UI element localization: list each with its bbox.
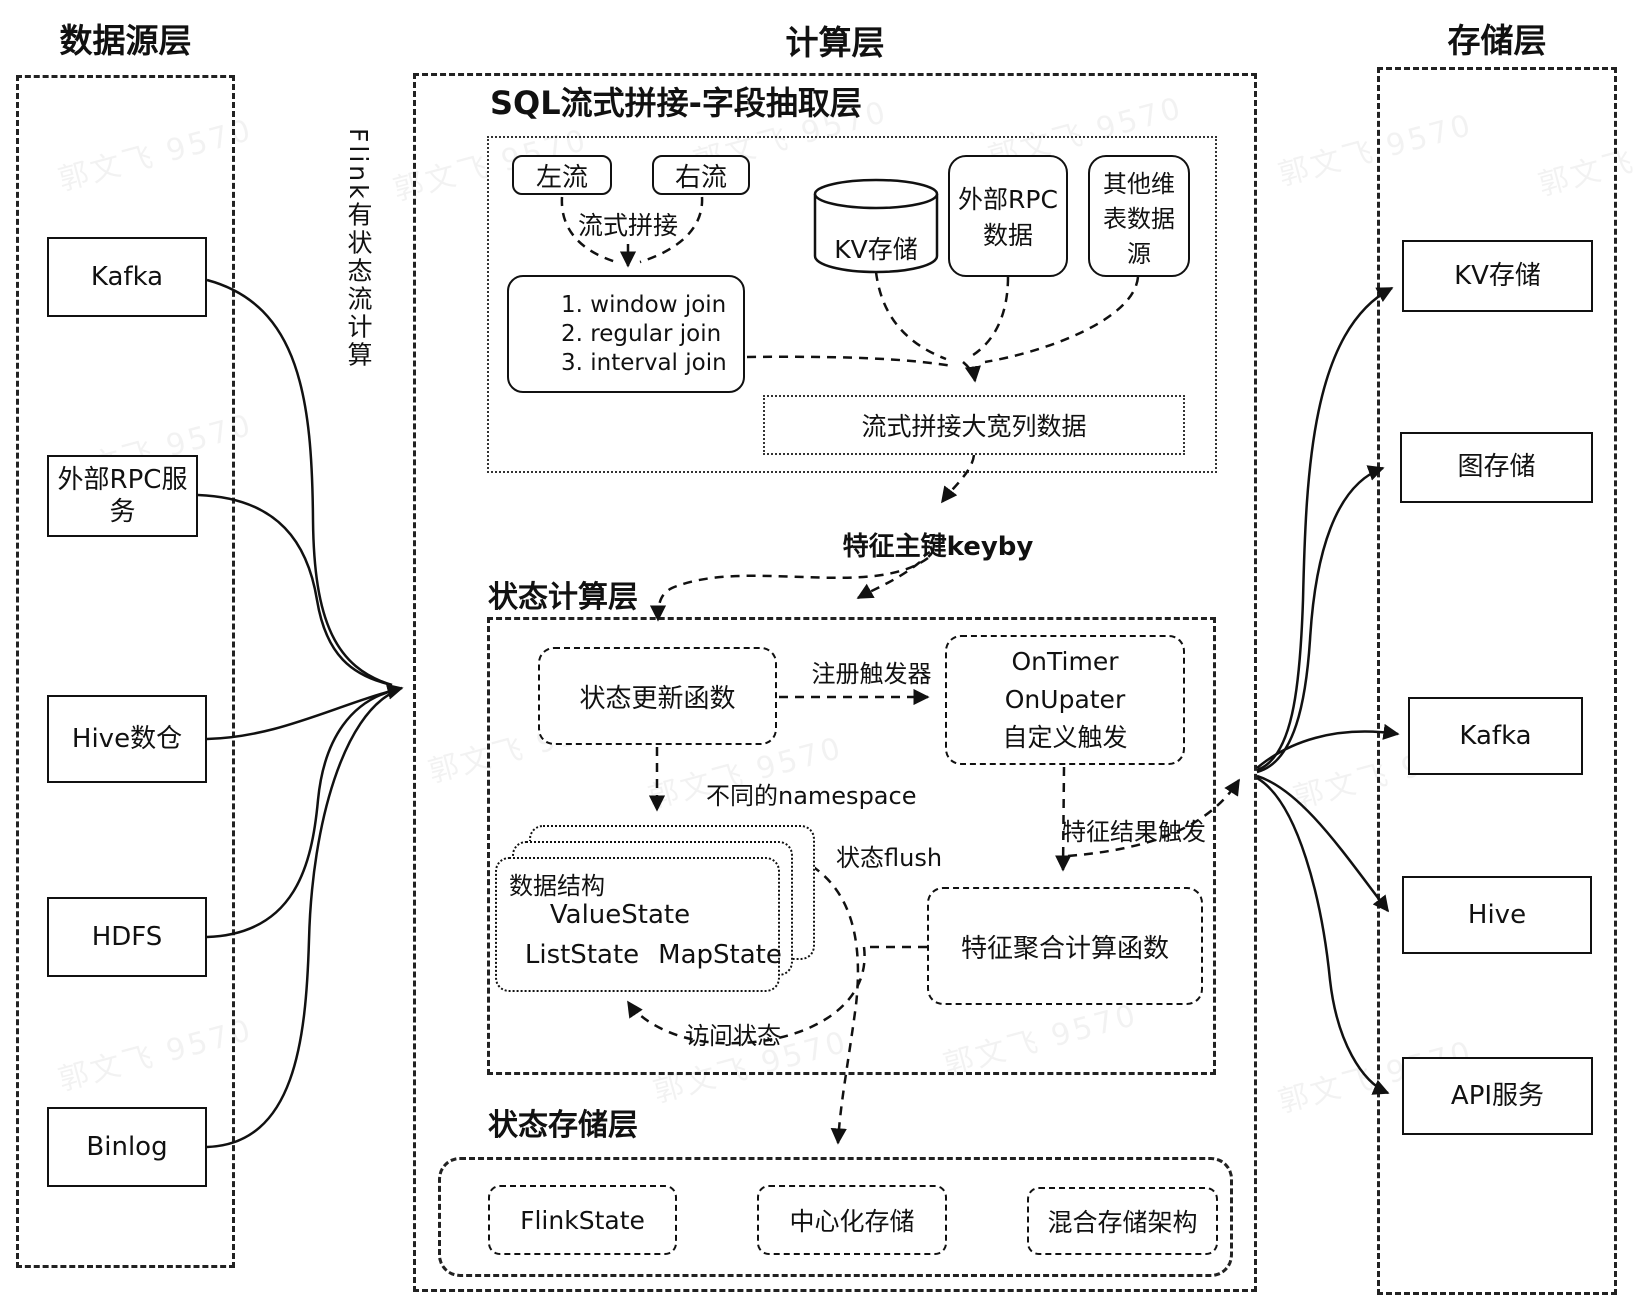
access-state-label: 访问状态 (685, 1022, 781, 1050)
arrow-rpcdata-merge (967, 276, 1010, 360)
kv-store-cylinder-label: KV存储 (834, 235, 918, 264)
arrow-to-api-storage (1256, 776, 1390, 1095)
arrow-widerow-in (962, 361, 981, 383)
join-type-window: 1. window join (561, 291, 727, 318)
sql-layer-container (487, 136, 1217, 473)
compute-layer-title: 计算层 (785, 23, 885, 62)
arrow-timer-to-agg (1055, 766, 1072, 872)
storage-node-kv: KV存储 (1402, 240, 1593, 312)
source-node-hive: Hive数仓 (47, 695, 207, 783)
source-node-kafka: Kafka (47, 237, 207, 317)
storage-layer-container (1377, 67, 1617, 1295)
trigger-onupater: OnUpater (1004, 685, 1126, 714)
flink-stateful-label: Flink有状态流计算 (344, 128, 373, 370)
sql-layer-title: SQL流式拼接-字段抽取层 (490, 84, 862, 122)
compute-layer-container (413, 73, 1257, 1292)
source-node-rpc: 外部RPC服务 (47, 455, 198, 537)
state-stack-front (495, 857, 780, 992)
namespace-label: 不同的namespace (706, 782, 917, 810)
arrow-kafka-source (206, 278, 393, 687)
join-type-regular: 2. regular join (561, 320, 722, 347)
arrow-joinbox-merge (746, 355, 953, 368)
arrow-keyby-to-statelayer (856, 561, 921, 600)
state-layer-container (487, 617, 1216, 1075)
kv-cylinder-top (813, 178, 939, 210)
dim-source-node: 其他维表数据源 (1088, 155, 1190, 277)
arrow-hdfs-source (206, 688, 397, 939)
wide-row-node: 流式拼接大宽列数据 (763, 395, 1185, 455)
state-store-title: 状态存储层 (488, 1108, 638, 1143)
arrow-access-state (626, 946, 866, 1045)
storage-node-graph: 图存储 (1400, 432, 1593, 503)
state-update-fn-node: 状态更新函数 (538, 647, 777, 745)
register-trigger-label: 注册触发器 (811, 660, 932, 688)
hybrid-store-node: 混合存储架构 (1027, 1187, 1218, 1255)
stream-join-label: 流式拼接 (577, 211, 678, 240)
arrow-binlog-source (206, 690, 395, 1149)
state-layer-title: 状态计算层 (488, 580, 638, 615)
list-state-label: ListState (524, 940, 640, 970)
arrow-dim-merge (984, 276, 1140, 364)
storage-node-hive: Hive (1402, 876, 1592, 954)
rpc-data-node: 外部RPC数据 (948, 155, 1068, 277)
value-state-label: ValueState (549, 900, 691, 930)
arrow-to-graph-storage (1256, 465, 1385, 774)
arrow-right-stream (639, 196, 704, 264)
storage-layer-title: 存储层 (1447, 21, 1547, 60)
trigger-custom: 自定义触发 (1002, 723, 1128, 752)
arrow-to-hive-storage (1256, 774, 1389, 913)
state-flush-label: 状态flush (836, 844, 943, 872)
arrow-state-flush (811, 864, 860, 1145)
data-struct-label: 数据结构 (509, 872, 605, 900)
storage-node-kafka: Kafka (1408, 697, 1583, 775)
arrow-kv-merge (874, 271, 947, 361)
join-types-node: 1. window join 2. regular join 3. interv… (507, 275, 745, 393)
left-stream-node: 左流 (512, 155, 612, 195)
trigger-ontimer: OnTimer (1011, 647, 1119, 676)
arrow-left-stream (560, 196, 617, 264)
right-stream-node: 右流 (652, 155, 750, 195)
feature-agg-fn-node: 特征聚合计算函数 (927, 887, 1203, 1005)
trigger-node: OnTimer OnUpater 自定义触发 (945, 635, 1185, 765)
arrow-keyby (941, 454, 976, 504)
arrow-to-kafka-storage (1256, 723, 1400, 769)
arrow-feature-result-out (1067, 778, 1241, 858)
flink-state-node: FlinkState (488, 1185, 677, 1255)
arrow-hive-source (206, 683, 404, 741)
arrow-rpc-source (197, 493, 393, 687)
keyby-label: 特征主键keyby (842, 532, 1034, 562)
state-store-container (438, 1157, 1233, 1277)
source-layer-container (16, 75, 235, 1268)
feature-trigger-label: 特征结果触发 (1062, 818, 1206, 846)
source-node-binlog: Binlog (47, 1107, 207, 1187)
arrow-keyby-to-updatefn (649, 556, 929, 622)
join-type-interval: 3. interval join (561, 349, 727, 376)
map-state-label: MapState (658, 940, 782, 970)
arrow-to-kv-storage (1256, 286, 1394, 772)
source-layer-title: 数据源层 (59, 21, 192, 60)
storage-node-api: API服务 (1402, 1057, 1593, 1135)
source-node-hdfs: HDFS (47, 897, 207, 977)
central-store-node: 中心化存储 (757, 1185, 947, 1255)
